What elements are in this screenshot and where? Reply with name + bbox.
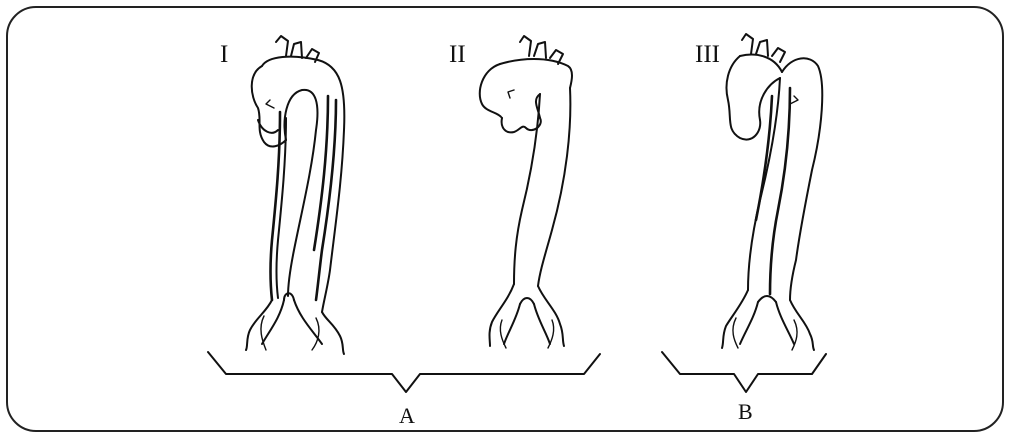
aorta-panel-1 bbox=[246, 36, 344, 354]
aorta-panel-3 bbox=[722, 34, 822, 350]
panel-2-label: II bbox=[449, 42, 466, 67]
aorta-panel-2 bbox=[480, 36, 572, 348]
group-a-label: A bbox=[399, 405, 415, 427]
bracket-group-b bbox=[662, 352, 826, 392]
panel-3-label: III bbox=[695, 42, 720, 67]
bracket-group-a bbox=[208, 352, 600, 392]
group-b-label: B bbox=[738, 401, 753, 423]
panel-1-label: I bbox=[220, 42, 228, 67]
